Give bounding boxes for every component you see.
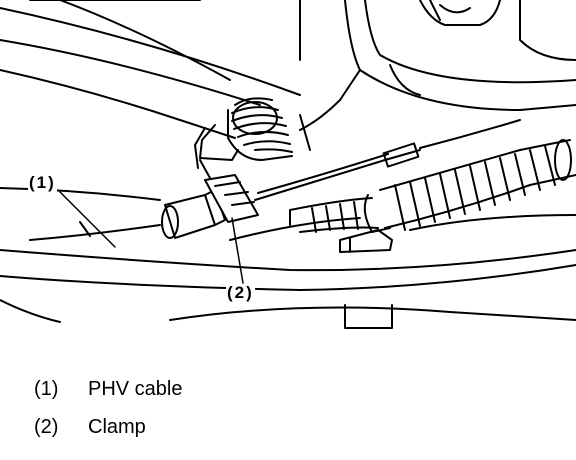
legend-number: (1)	[34, 378, 59, 400]
callout-1: (1)	[28, 173, 57, 192]
phv-cable-illustration	[0, 0, 576, 329]
engine-block	[299, 0, 576, 131]
clamp	[199, 159, 259, 223]
upper-body-panel	[0, 0, 441, 139]
legend-item: (2) Clamp	[34, 416, 183, 454]
frame-rails	[0, 187, 576, 329]
phv-cable	[29, 119, 521, 241]
bracket	[194, 124, 239, 169]
callout-2: (2)	[226, 283, 255, 302]
legend: (1) PHV cable (2) Clamp	[34, 378, 183, 454]
coil-spring	[227, 97, 311, 161]
hose-bracket	[339, 229, 393, 253]
legend-label: Clamp	[88, 416, 146, 438]
leader-lines	[59, 191, 244, 284]
legend-item: (1) PHV cable	[34, 378, 183, 416]
corrugated-hose	[363, 139, 576, 233]
legend-label: PHV cable	[88, 378, 183, 400]
legend-number: (2)	[34, 416, 59, 438]
lower-hose	[289, 197, 379, 233]
